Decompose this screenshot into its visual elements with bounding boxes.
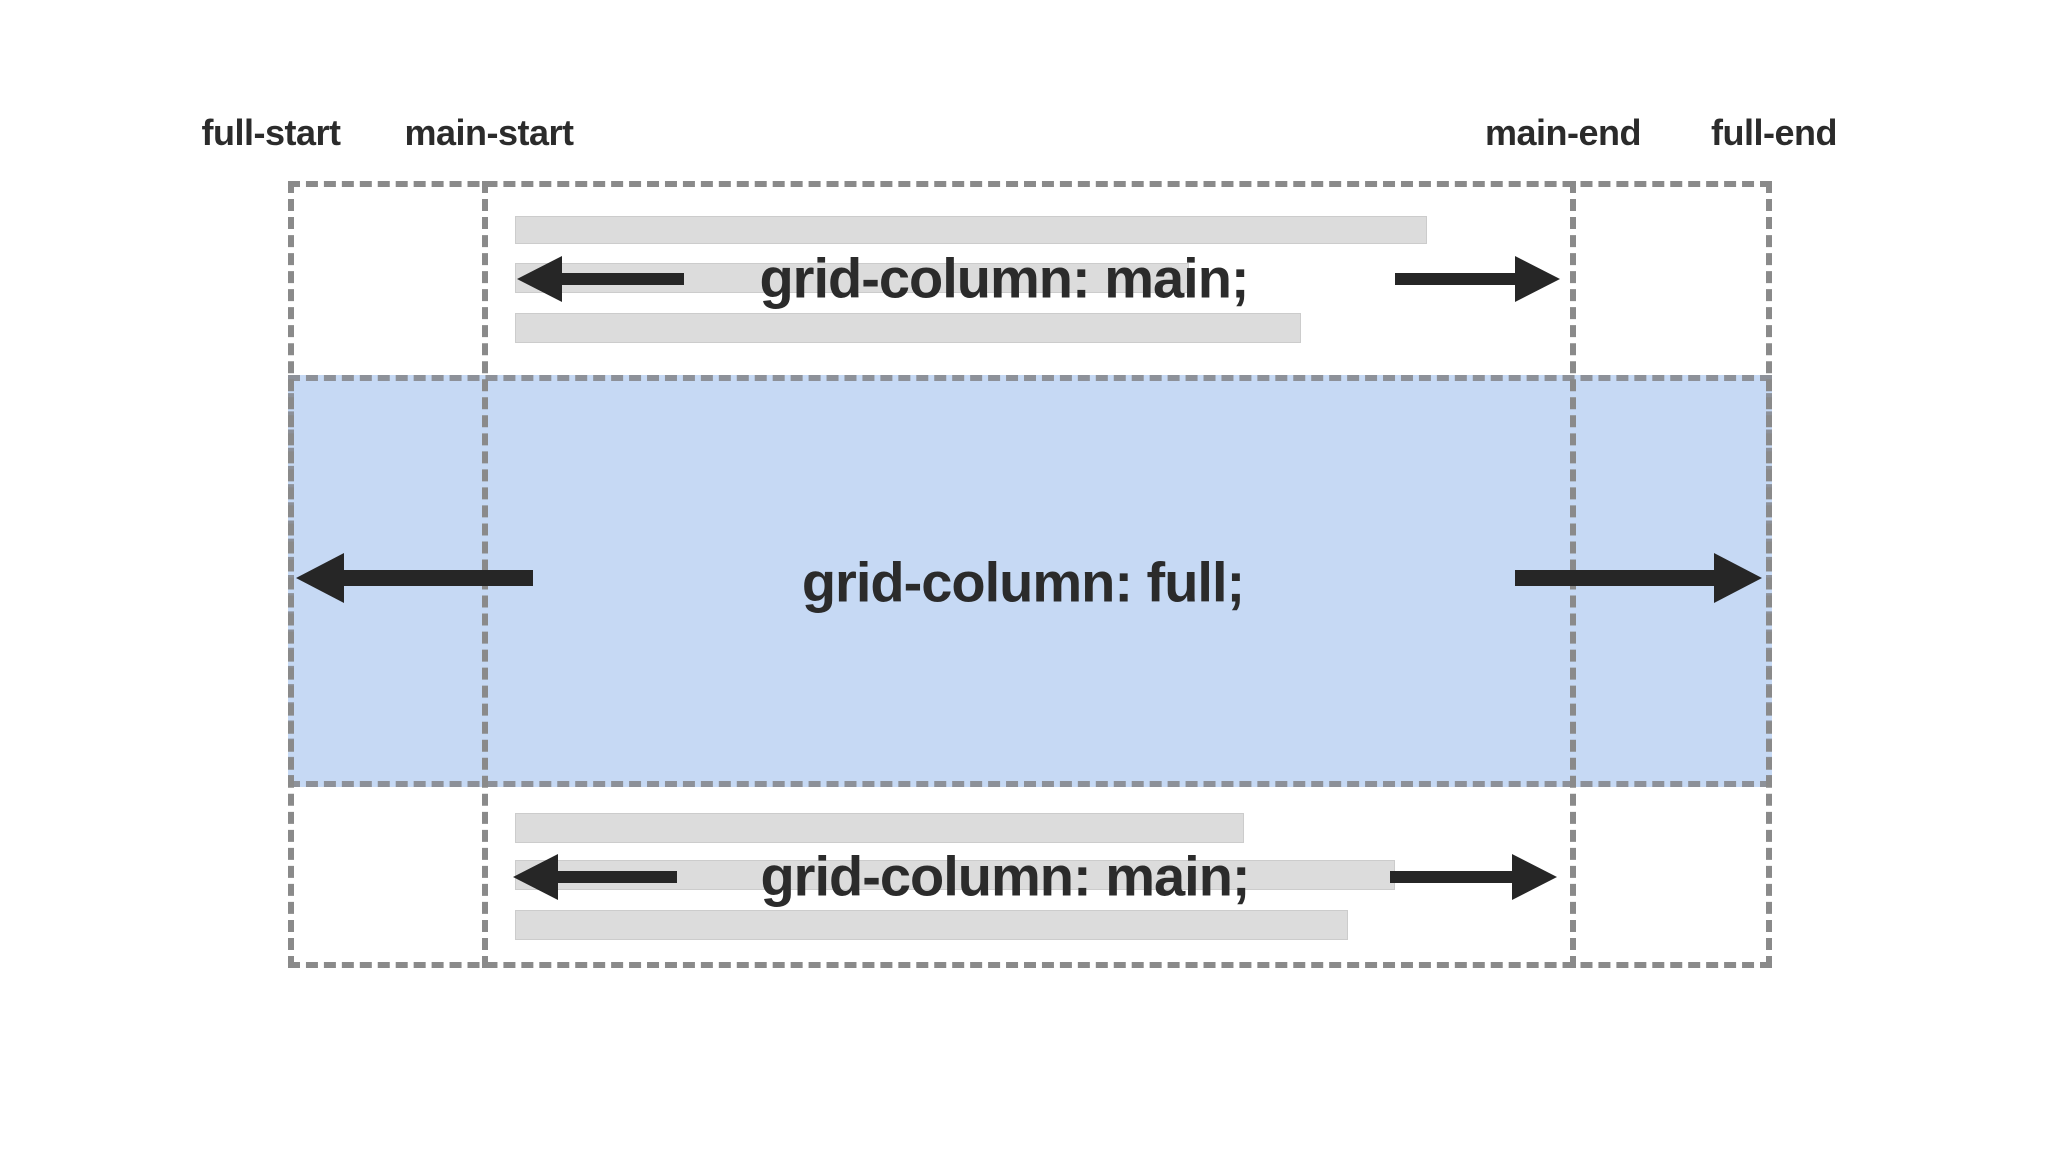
label-full-end: full-end (1711, 112, 1837, 153)
label-main-start: main-start (404, 112, 574, 153)
placeholder-bar (515, 910, 1348, 940)
left-arrow-icon (513, 854, 558, 900)
label-main-end: main-end (1484, 112, 1642, 153)
left-arrow-icon (296, 553, 344, 603)
right-arrow-shaft (1515, 570, 1716, 586)
top-item-code: grid-column: main; (759, 246, 1249, 310)
placeholder-bar (515, 216, 1427, 244)
left-arrow-shaft (341, 570, 533, 586)
left-arrow-icon (517, 256, 562, 302)
placeholder-bar (515, 313, 1301, 343)
left-arrow-shaft (560, 273, 684, 285)
right-arrow-icon (1714, 553, 1762, 603)
right-arrow-shaft (1395, 273, 1517, 285)
right-arrow-icon (1515, 256, 1560, 302)
full-item-code: grid-column: full; (801, 550, 1245, 614)
right-arrow-shaft (1390, 871, 1514, 883)
label-full-start: full-start (201, 112, 342, 153)
placeholder-bar (515, 813, 1244, 843)
left-arrow-shaft (556, 871, 677, 883)
grid-container-outline (288, 181, 1772, 968)
bottom-item-code: grid-column: main; (760, 844, 1250, 908)
right-arrow-icon (1512, 854, 1557, 900)
